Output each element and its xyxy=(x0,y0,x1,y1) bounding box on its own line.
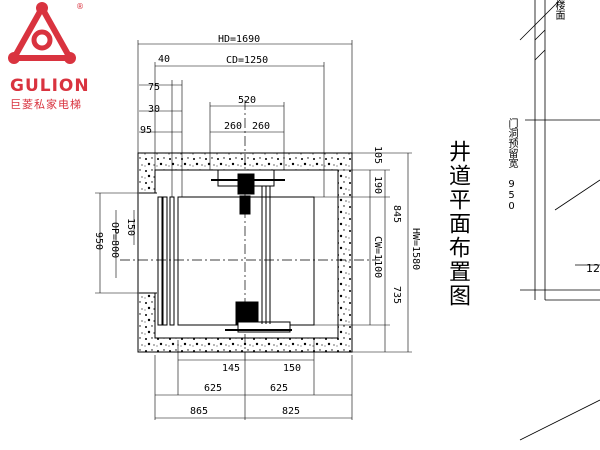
dim-625b: 625 xyxy=(270,383,288,394)
floor-label: 楼面 xyxy=(553,0,564,20)
dim-190: 190 xyxy=(372,176,383,194)
brand-logo xyxy=(8,2,76,64)
dim-260a: 260 xyxy=(224,121,242,132)
dim-95: 95 xyxy=(140,125,152,136)
dim-735: 735 xyxy=(391,286,402,304)
dim-260b: 260 xyxy=(252,121,270,132)
landing-door xyxy=(157,196,175,326)
drawing-title: 井道平面布置图 xyxy=(445,140,470,308)
dim-40: 40 xyxy=(158,54,170,65)
dim-hd: HD=1690 xyxy=(218,34,260,45)
dim-op: OP=800 xyxy=(109,222,120,258)
guide-rail-bottom xyxy=(225,186,292,333)
dim-845: 845 xyxy=(391,205,402,223)
dimension-lines xyxy=(95,40,412,420)
dim-950: 950 xyxy=(93,232,104,250)
door-width-label: 门洞预留宽 950 xyxy=(506,118,517,212)
dim-cd: CD=1250 xyxy=(226,55,268,66)
brand-subtitle: 巨菱私家电梯 xyxy=(10,98,82,111)
dim-30: 30 xyxy=(148,104,160,115)
dim-865: 865 xyxy=(190,406,208,417)
cut-number-label: 12 xyxy=(586,262,600,275)
guide-rail-top xyxy=(211,169,285,215)
dim-105: 105 xyxy=(372,146,383,164)
side-section-drawing xyxy=(519,0,600,441)
dim-cw: CW=1100 xyxy=(372,236,383,278)
dim-145: 145 xyxy=(222,363,240,374)
dim-825: 825 xyxy=(282,406,300,417)
door-opening-gap xyxy=(139,193,157,293)
registered-mark: ® xyxy=(76,2,84,11)
brand-name: GULION xyxy=(10,76,90,96)
dim-150b: 150 xyxy=(283,363,301,374)
dim-hw: HW=1580 xyxy=(410,228,421,270)
dim-625a: 625 xyxy=(204,383,222,394)
dim-150: 150 xyxy=(125,218,136,236)
dim-75: 75 xyxy=(148,82,160,93)
logo-icon xyxy=(8,2,76,64)
dim-520: 520 xyxy=(238,95,256,106)
